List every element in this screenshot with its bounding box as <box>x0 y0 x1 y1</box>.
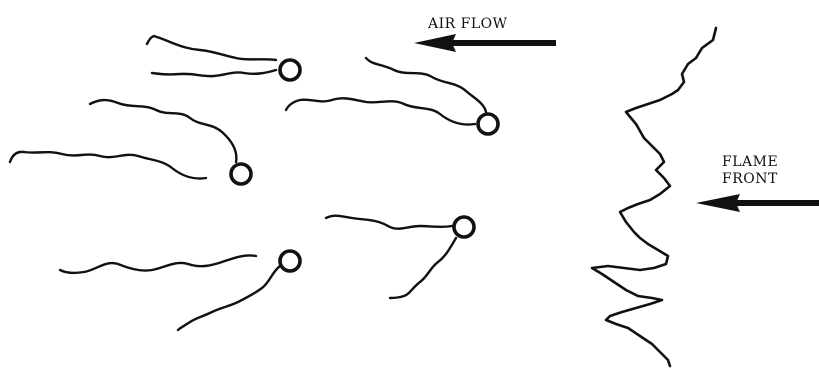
particle-5-tail-upper <box>58 254 258 275</box>
air-flow-label: AIR FLOW <box>428 16 508 32</box>
air-flow-arrow <box>414 34 556 52</box>
particle-2-tail-upper <box>364 56 488 114</box>
flame-front-arrow-head <box>696 194 740 212</box>
particle-1-tail-upper <box>145 34 278 62</box>
flame-front-arrow <box>696 194 819 212</box>
flame-front-line <box>590 26 718 368</box>
particle-4-droplet <box>452 215 476 239</box>
particle-1 <box>145 34 302 82</box>
particle-1-tail-lower <box>150 68 278 78</box>
particle-2 <box>284 56 500 136</box>
particle-2-tail-lower <box>284 97 477 126</box>
flame-front-label-line1: FLAME <box>722 154 779 170</box>
particle-5-droplet <box>278 249 302 273</box>
particle-4-tail-lower <box>388 236 458 300</box>
particle-4 <box>324 214 476 300</box>
particle-3 <box>8 98 253 186</box>
flame-front-label-line2: FRONT <box>722 171 778 187</box>
particle-4-tail-upper <box>324 214 454 230</box>
air-flow-arrow-head <box>414 34 456 52</box>
particle-5 <box>58 249 302 332</box>
particle-3-tail-upper <box>88 98 238 164</box>
particle-1-droplet <box>278 58 302 82</box>
particle-3-tail-lower <box>8 150 208 180</box>
flame-front-label: FLAME FRONT <box>722 154 778 188</box>
particle-5-tail-lower <box>176 264 282 332</box>
particle-3-droplet <box>229 162 253 186</box>
particle-2-droplet <box>476 112 500 136</box>
